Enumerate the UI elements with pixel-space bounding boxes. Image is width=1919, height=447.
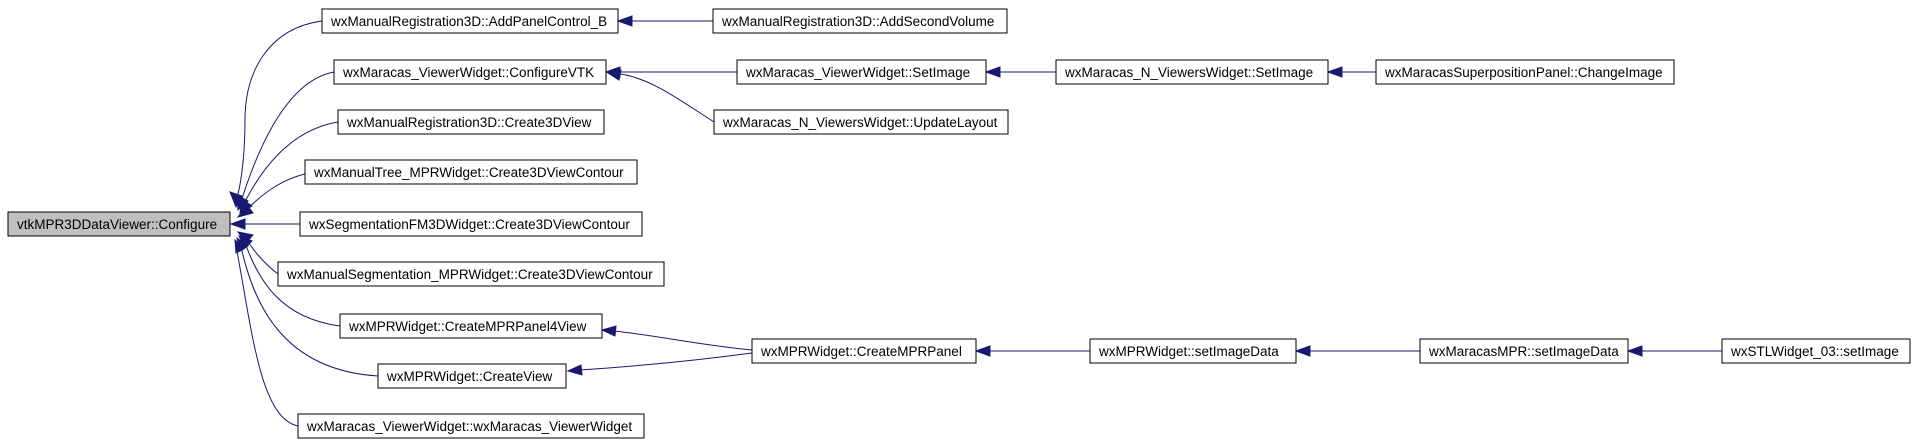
node-n15-label: wxMPRWidget::CreateMPRPanel bbox=[760, 344, 962, 359]
node-n13-box bbox=[1055, 59, 1329, 85]
arrowheads bbox=[229, 15, 1643, 376]
node-n16[interactable]: wxMPRWidget::setImageData bbox=[1089, 338, 1297, 364]
node-root[interactable]: vtkMPR3DDataViewer::Configure bbox=[7, 211, 231, 237]
edge-n4-to-root bbox=[243, 171, 315, 213]
node-n7-box bbox=[339, 313, 603, 339]
node-n1-box bbox=[321, 8, 619, 34]
edge-n1-to-root bbox=[235, 20, 323, 201]
node-root-box bbox=[7, 211, 231, 237]
node-n3[interactable]: wxManualRegistration3D::Create3DView bbox=[337, 109, 605, 135]
node-n15[interactable]: wxMPRWidget::CreateMPRPanel bbox=[751, 338, 977, 364]
node-n4-box bbox=[304, 159, 638, 185]
edge-n15-to-n7 bbox=[613, 330, 753, 351]
node-n17-label: wxMaracasMPR::setImageData bbox=[1428, 344, 1619, 359]
node-n16-box bbox=[1089, 338, 1297, 364]
node-n10[interactable]: wxManualRegistration3D::AddSecondVolume bbox=[712, 8, 1008, 34]
arrowhead-n15 bbox=[974, 345, 991, 357]
node-n3-label: wxManualRegistration3D::Create3DView bbox=[346, 115, 592, 130]
node-n6-box bbox=[277, 261, 665, 287]
node-n14-label: wxMaracasSuperpositionPanel::ChangeImage bbox=[1384, 65, 1663, 80]
node-n18-label: wxSTLWidget_03::setImage bbox=[1730, 344, 1899, 359]
node-n5[interactable]: wxSegmentationFM3DWidget::Create3DViewCo… bbox=[299, 211, 643, 237]
node-root-label: vtkMPR3DDataViewer::Configure bbox=[17, 217, 217, 232]
node-n14-box bbox=[1375, 59, 1675, 85]
node-n11-box bbox=[736, 59, 987, 85]
node-n17[interactable]: wxMaracasMPR::setImageData bbox=[1419, 338, 1629, 364]
edge-n15-to-n8 bbox=[579, 352, 753, 371]
node-n8-box bbox=[377, 363, 567, 389]
node-n13[interactable]: wxMaracas_N_ViewersWidget::SetImage bbox=[1055, 59, 1329, 85]
edge-n3-to-root bbox=[241, 121, 339, 209]
arrowhead-n1 bbox=[616, 15, 633, 27]
arrowhead-n7 bbox=[600, 325, 617, 337]
node-n9[interactable]: wxMaracas_ViewerWidget::wxMaracas_Viewer… bbox=[297, 413, 645, 439]
node-n12[interactable]: wxMaracas_N_ViewersWidget::UpdateLayout bbox=[713, 109, 1009, 135]
arrowhead-n8 bbox=[566, 364, 583, 376]
node-n9-label: wxMaracas_ViewerWidget::wxMaracas_Viewer… bbox=[306, 419, 632, 434]
node-n8-label: wxMPRWidget::CreateView bbox=[386, 369, 553, 384]
arrowhead-n2-b bbox=[606, 69, 622, 81]
node-n10-box bbox=[712, 8, 1008, 34]
node-n18[interactable]: wxSTLWidget_03::setImage bbox=[1721, 338, 1911, 364]
edge-n2-to-root bbox=[239, 71, 335, 206]
node-n17-box bbox=[1419, 338, 1629, 364]
node-n13-label: wxMaracas_N_ViewersWidget::SetImage bbox=[1064, 65, 1313, 80]
node-n4-label: wxManualTree_MPRWidget::Create3DViewCont… bbox=[313, 165, 624, 180]
node-n5-box bbox=[299, 211, 643, 237]
arrowhead-root-9 bbox=[234, 238, 245, 254]
arrowhead-root-5 bbox=[229, 218, 246, 230]
node-n11[interactable]: wxMaracas_ViewerWidget::SetImage bbox=[736, 59, 987, 85]
node-n10-label: wxManualRegistration3D::AddSecondVolume bbox=[721, 14, 994, 29]
node-n18-box bbox=[1721, 338, 1911, 364]
arrowhead-n16 bbox=[1294, 345, 1311, 357]
node-n16-label: wxMPRWidget::setImageData bbox=[1098, 344, 1279, 359]
edge-n7-to-root bbox=[243, 239, 341, 327]
edge-n12-to-n2 bbox=[619, 73, 715, 123]
node-n8[interactable]: wxMPRWidget::CreateView bbox=[377, 363, 567, 389]
node-n2-box bbox=[333, 59, 607, 85]
edge-n8-to-root bbox=[239, 241, 379, 377]
node-n7[interactable]: wxMPRWidget::CreateMPRPanel4View bbox=[339, 313, 603, 339]
node-n2[interactable]: wxMaracas_ViewerWidget::ConfigureVTK bbox=[333, 59, 607, 85]
node-n12-label: wxMaracas_N_ViewersWidget::UpdateLayout bbox=[722, 115, 998, 130]
node-n6-label: wxManualSegmentation_MPRWidget::Create3D… bbox=[286, 267, 653, 282]
node-n12-box bbox=[713, 109, 1009, 135]
node-n15-box bbox=[751, 338, 977, 364]
node-n4[interactable]: wxManualTree_MPRWidget::Create3DViewCont… bbox=[304, 159, 638, 185]
node-n3-box bbox=[337, 109, 605, 135]
node-n1[interactable]: wxManualRegistration3D::AddPanelControl_… bbox=[321, 8, 619, 34]
node-n6[interactable]: wxManualSegmentation_MPRWidget::Create3D… bbox=[277, 261, 665, 287]
node-n14[interactable]: wxMaracasSuperpositionPanel::ChangeImage bbox=[1375, 59, 1675, 85]
arrowhead-n13 bbox=[1326, 66, 1343, 78]
node-n7-label: wxMPRWidget::CreateMPRPanel4View bbox=[348, 319, 587, 334]
edges bbox=[235, 20, 1722, 427]
edge-n9-to-root bbox=[235, 245, 299, 427]
arrowhead-n11 bbox=[984, 66, 1001, 78]
node-n9-box bbox=[297, 413, 645, 439]
arrowhead-n17 bbox=[1626, 345, 1643, 357]
node-n2-label: wxMaracas_ViewerWidget::ConfigureVTK bbox=[342, 65, 594, 80]
node-n1-label: wxManualRegistration3D::AddPanelControl_… bbox=[330, 14, 607, 29]
arrowhead-root-4 bbox=[236, 204, 254, 218]
node-n5-label: wxSegmentationFM3DWidget::Create3DViewCo… bbox=[308, 217, 630, 232]
node-n11-label: wxMaracas_ViewerWidget::SetImage bbox=[745, 65, 970, 80]
